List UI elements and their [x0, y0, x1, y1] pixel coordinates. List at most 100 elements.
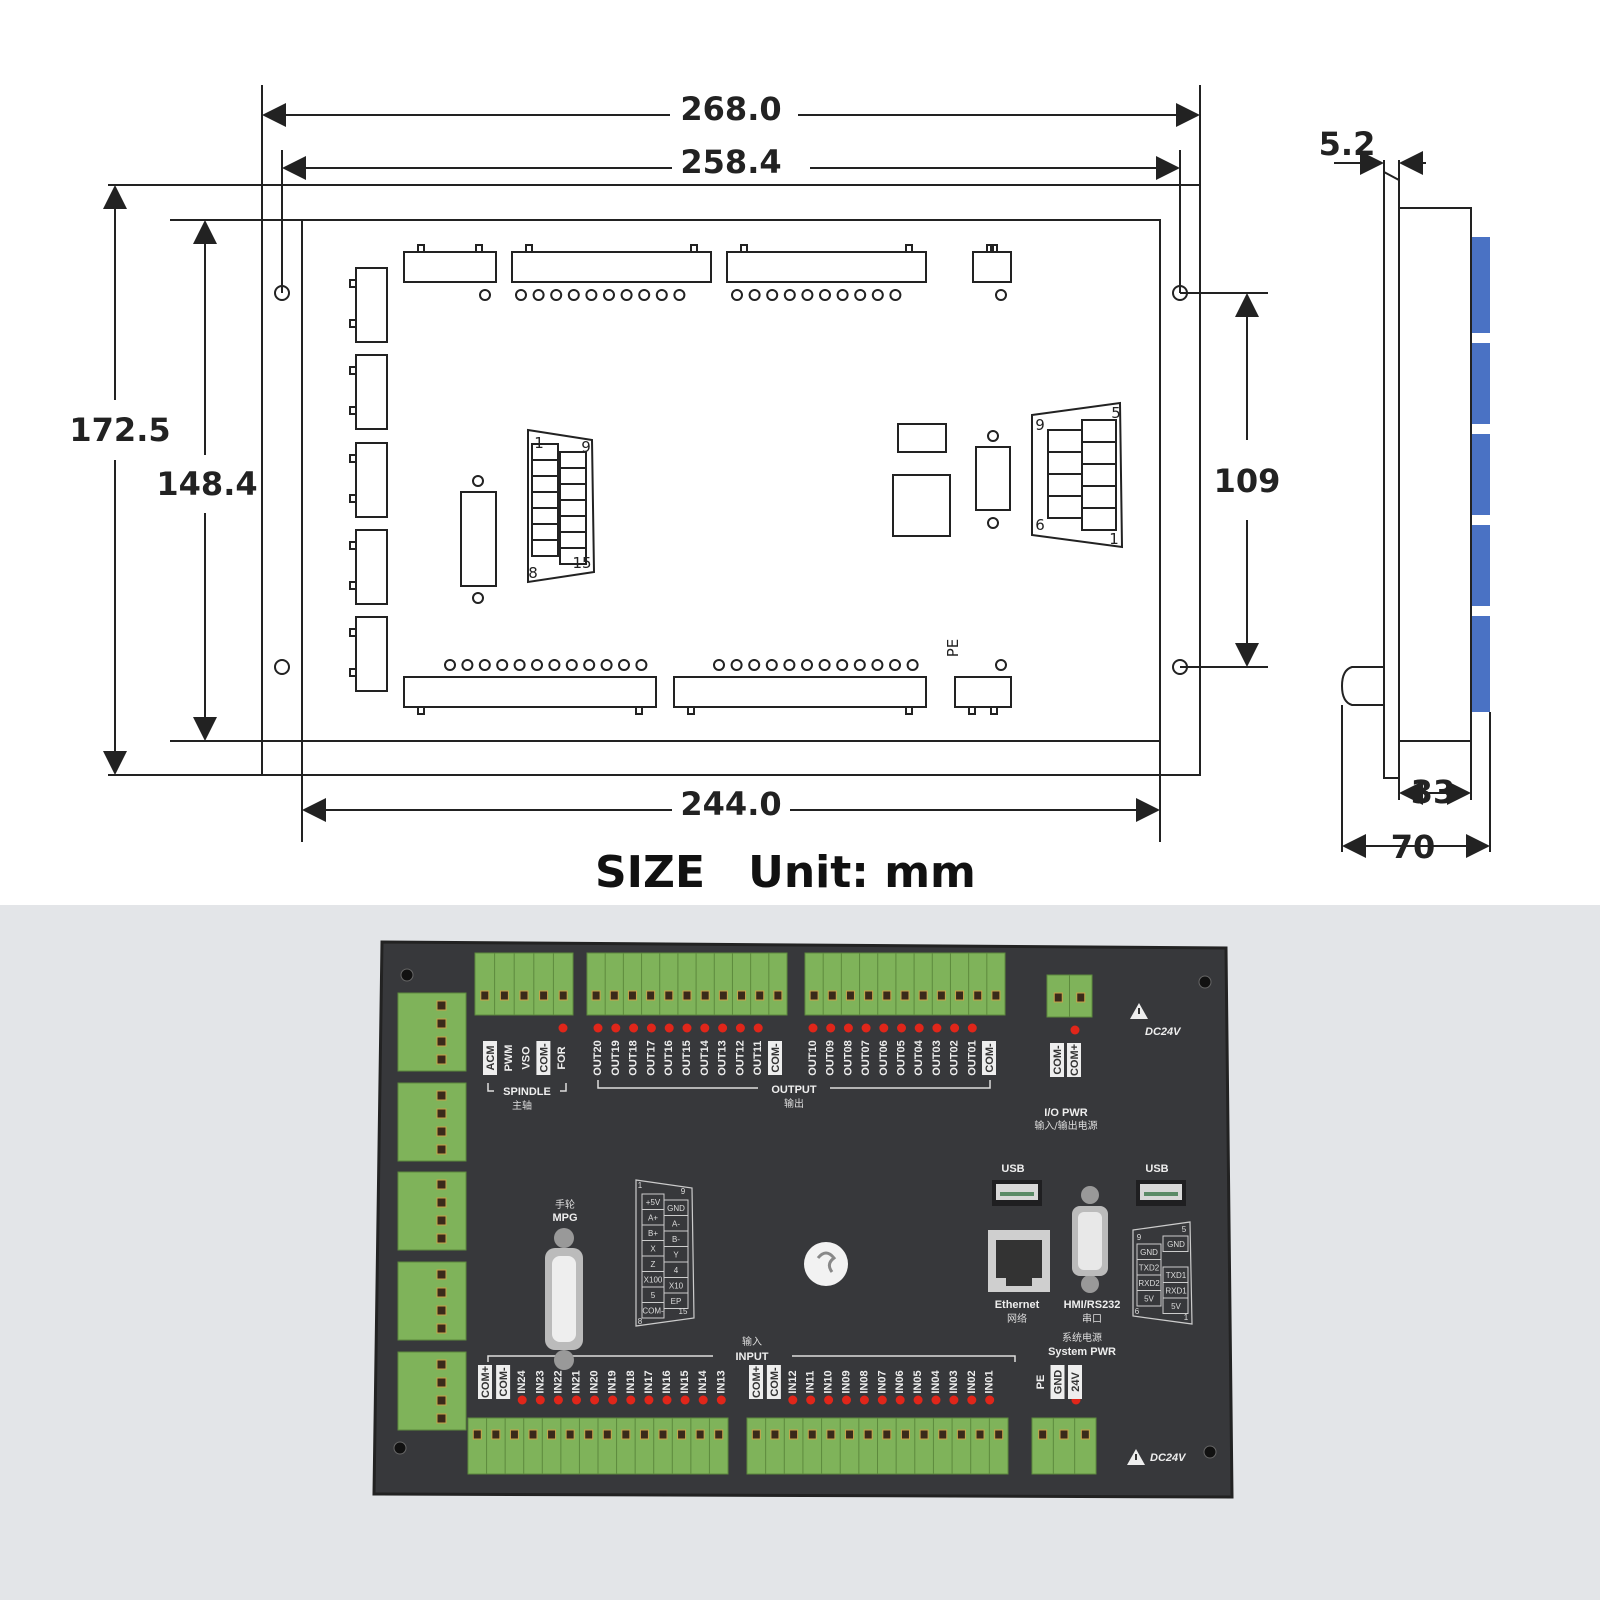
status-led [682, 1023, 692, 1033]
system-pwr-title-cn: 系统电源 [1062, 1331, 1102, 1344]
pin-label-text: IN22 [552, 1370, 564, 1393]
pin-label-text: OUT11 [752, 1041, 764, 1076]
db15-outline: 1 9 8 15 [527, 428, 596, 584]
status-led [949, 1395, 959, 1405]
pin-label: IN02 [966, 1370, 978, 1393]
pin-label-text: IN17 [643, 1370, 655, 1393]
pin-label-text: IN23 [534, 1370, 546, 1393]
system-pwr-title: System PWR [1048, 1346, 1116, 1358]
pin-label-text: IN06 [894, 1370, 906, 1393]
pinout-label: EP [671, 1297, 682, 1306]
pin-label-text: IN07 [876, 1370, 888, 1393]
pin-label-text: IN01 [984, 1370, 996, 1393]
system-pwr-warning: DC24V [1150, 1452, 1187, 1464]
pin-label: IN07 [876, 1370, 888, 1393]
hmi-rs232-port[interactable] [1072, 1186, 1108, 1293]
pin-label-text: OUT03 [931, 1040, 943, 1075]
pinout-label: TXD1 [1166, 1271, 1187, 1280]
pin-label: COM- [766, 1365, 781, 1399]
input-terminal-a[interactable] [467, 1417, 729, 1475]
output-terminal-a[interactable] [586, 952, 788, 1016]
side-terminal-block[interactable] [397, 1351, 467, 1431]
ethernet-port[interactable] [988, 1230, 1050, 1292]
terminal-blocks [397, 952, 1097, 1475]
side-connector-outline [349, 616, 388, 692]
pin-label-text: OUT10 [807, 1040, 819, 1075]
pinout-label: COM- [642, 1307, 664, 1316]
side-connector-outline [349, 442, 388, 518]
status-led [553, 1395, 563, 1405]
caption-unit: Unit: mm [748, 847, 976, 898]
pin-label: IN18 [625, 1370, 637, 1393]
pin-label-text: COM+ [1069, 1044, 1081, 1076]
pin-label: OUT19 [610, 1040, 622, 1075]
side-terminal-block[interactable] [397, 1082, 467, 1162]
status-led [859, 1395, 869, 1405]
status-led [808, 1023, 818, 1033]
pin-label-text: FOR [556, 1046, 568, 1069]
pin-label-text: COM- [538, 1043, 550, 1073]
side-terminal-block[interactable] [397, 992, 467, 1072]
pin-number: 9 [681, 1187, 686, 1196]
system-pwr-terminal[interactable] [1031, 1417, 1097, 1475]
pin-label-text: OUT06 [878, 1040, 890, 1075]
dimension-total-depth: 70 [1391, 828, 1436, 866]
dimension-hole-spacing-width: 258.4 [680, 143, 781, 181]
pin-label-text: COM- [769, 1367, 781, 1397]
pin-label-text: IN03 [948, 1370, 960, 1393]
pin-label: IN04 [930, 1370, 942, 1394]
pin-label: OUT05 [896, 1040, 908, 1075]
pin-label-text: IN18 [625, 1370, 637, 1393]
side-connector-outline [349, 267, 388, 343]
status-led [700, 1023, 710, 1033]
status-leds [517, 1023, 1081, 1405]
status-led [1070, 1025, 1080, 1035]
status-led [806, 1395, 816, 1405]
spindle-title-cn: 主轴 [512, 1099, 532, 1112]
side-terminal-block[interactable] [397, 1171, 467, 1251]
spindle-terminal[interactable] [474, 952, 574, 1016]
db9-outline: 5 9 6 1 [1031, 401, 1124, 549]
status-led [861, 1023, 871, 1033]
status-led [698, 1395, 708, 1405]
dimension-inner-height: 148.4 [156, 465, 257, 503]
pin-label: OUT04 [913, 1039, 925, 1075]
pin-label: 8 [528, 564, 538, 582]
mpg-label: MPG [552, 1212, 577, 1224]
pin-label: IN19 [607, 1370, 619, 1393]
dimension-inner-width: 244.0 [680, 785, 781, 823]
pin-label-text: OUT15 [681, 1040, 693, 1075]
status-led [826, 1023, 836, 1033]
caption-size: SIZE [595, 847, 705, 898]
side-terminal-block[interactable] [397, 1261, 467, 1341]
pin-label: FOR [556, 1046, 568, 1069]
pin-label-text: IN11 [805, 1371, 817, 1394]
status-led [590, 1395, 600, 1405]
pin-label: IN08 [858, 1370, 870, 1393]
pin-label-text: IN19 [607, 1370, 619, 1393]
pin-label-text: OUT04 [913, 1039, 925, 1075]
pin-label: IN06 [894, 1370, 906, 1393]
status-led [608, 1395, 618, 1405]
status-led [716, 1395, 726, 1405]
usb-port-right[interactable] [1136, 1180, 1186, 1206]
pin-label-text: IN05 [912, 1370, 924, 1393]
mpg-label-cn: 手轮 [555, 1198, 575, 1211]
pinout-label: 4 [674, 1266, 679, 1275]
pin-label-text: IN10 [823, 1370, 835, 1393]
pin-label: OUT06 [878, 1040, 890, 1075]
pinout-label: 5 [651, 1291, 656, 1300]
output-terminal-b[interactable] [804, 952, 1006, 1016]
mpg-db15-port[interactable] [545, 1228, 583, 1370]
pin-label-text: IN20 [589, 1370, 601, 1393]
terminal-connector-outline [511, 244, 712, 301]
status-led [842, 1395, 851, 1405]
pin-label-text: IN14 [697, 1370, 709, 1394]
io-pwr-terminal[interactable] [1046, 974, 1093, 1018]
pin-label: GND [1050, 1365, 1065, 1399]
pin-label: COM+ [749, 1365, 763, 1399]
pe-label: PE [944, 639, 962, 658]
usb-port-left[interactable] [992, 1180, 1042, 1206]
input-terminal-b[interactable] [746, 1417, 1009, 1475]
terminal-connector-outline [673, 659, 927, 715]
